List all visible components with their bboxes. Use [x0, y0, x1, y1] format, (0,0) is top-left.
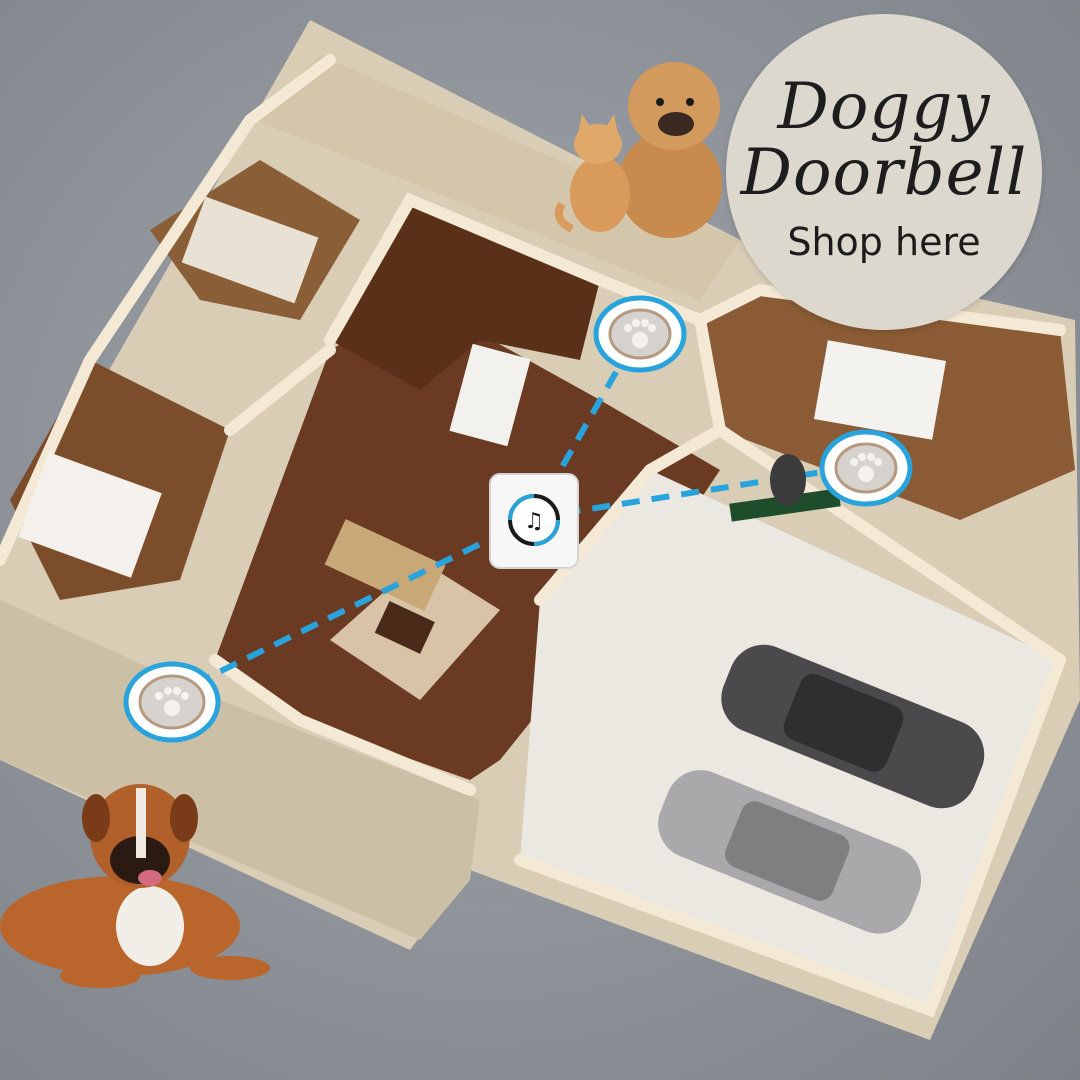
front-porch [0, 600, 480, 940]
badge-title: Doggy Doorbell [741, 74, 1028, 206]
badge-title-line2: Doorbell [740, 136, 1028, 210]
cat-small [770, 454, 806, 506]
shop-here-link[interactable]: Shop here [787, 220, 981, 264]
paw-button-kitchen[interactable] [592, 294, 688, 374]
back-deck [255, 55, 740, 300]
paw-button-front-door[interactable] [122, 660, 222, 744]
doorbell-receiver[interactable]: ♫ [486, 470, 582, 572]
chow-head [628, 62, 720, 150]
paw-button-bedroom[interactable] [818, 428, 914, 508]
kitchen-island [449, 343, 531, 447]
shop-here-badge[interactable]: Doggy Doorbell Shop here [726, 14, 1042, 330]
living-room-floor [215, 300, 720, 780]
car-top [721, 644, 985, 809]
boxer-chest [116, 886, 184, 966]
sofa [324, 519, 446, 611]
kitchen-floor [330, 200, 600, 390]
bed-upper [181, 196, 319, 304]
paw-icon [850, 453, 882, 482]
cat-body [570, 156, 630, 232]
car-bottom [658, 770, 922, 934]
chow-chow-and-cat-illustration [554, 62, 722, 238]
chow-body [618, 130, 722, 238]
bed-right [813, 340, 947, 440]
boxer-dog-illustration [0, 784, 270, 988]
music-note-icon: ♫ [524, 509, 544, 534]
coffee-table [374, 601, 435, 654]
badge-title-line1: Doggy [777, 70, 991, 144]
cat-head [574, 124, 622, 164]
paw-icon [155, 687, 189, 716]
paw-icon [624, 319, 656, 348]
bed-left [18, 452, 162, 578]
